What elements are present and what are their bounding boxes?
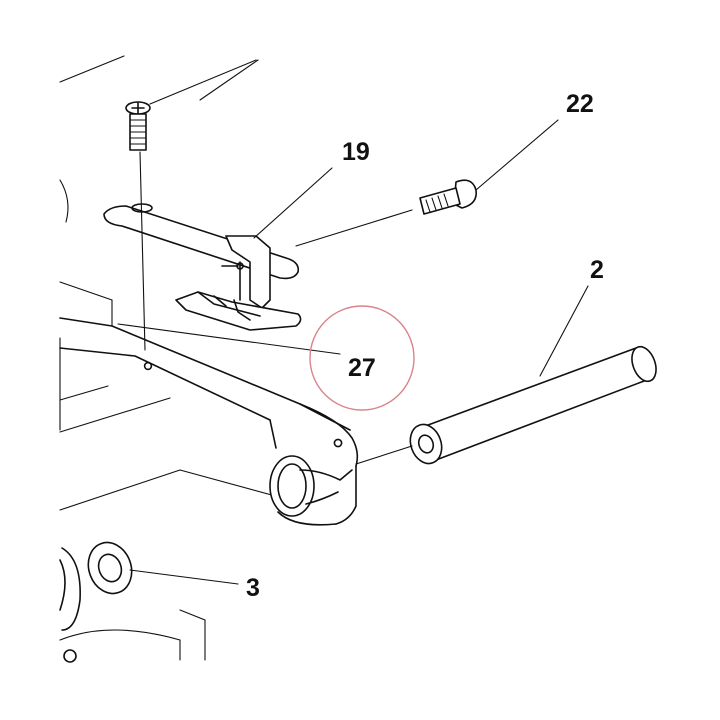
highlight-circle bbox=[309, 305, 415, 411]
part-2-shaft bbox=[409, 345, 657, 465]
arm-hole bbox=[143, 361, 153, 371]
part-3-washer bbox=[87, 541, 133, 595]
lower-bushing bbox=[59, 547, 81, 663]
support-arm bbox=[59, 317, 359, 525]
label-part-3: 3 bbox=[246, 574, 260, 602]
leader-lines bbox=[117, 59, 589, 585]
label-part-19: 19 bbox=[342, 138, 370, 166]
label-part-27: 27 bbox=[348, 354, 376, 382]
label-part-2: 2 bbox=[590, 256, 604, 284]
part-19-bracket bbox=[103, 203, 302, 331]
pivot-clamp bbox=[269, 455, 353, 526]
part-22-screw bbox=[419, 179, 478, 215]
screw-top bbox=[125, 101, 151, 151]
pivot-hole bbox=[333, 438, 343, 448]
label-part-22: 22 bbox=[566, 90, 594, 118]
